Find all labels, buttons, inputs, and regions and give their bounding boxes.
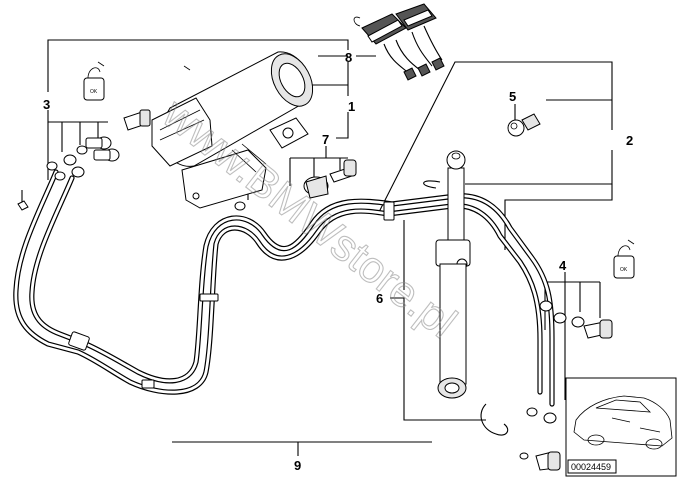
callout-9: 9 — [294, 458, 301, 473]
hydraulic-pipes — [13, 169, 555, 407]
callouts: 8 1 3 7 5 2 6 4 9 — [43, 50, 633, 473]
callout-1: 1 — [348, 99, 355, 114]
reference-label-box — [567, 459, 617, 474]
pump-mount-fasteners — [234, 159, 357, 211]
cap-label-left: OK — [90, 89, 98, 95]
callout-8: 8 — [345, 50, 352, 65]
car-sketch — [573, 395, 673, 450]
callout-2: 2 — [626, 133, 633, 148]
cap-label-right: OK — [620, 267, 628, 273]
callout-7: 7 — [322, 132, 329, 147]
hydraulic-cylinder — [423, 150, 509, 436]
left-fasteners: OK — [17, 61, 151, 211]
callout-6: 6 — [376, 291, 383, 306]
hydraulic-pump-unit — [151, 51, 314, 209]
right-fasteners: OK — [519, 239, 635, 471]
callout-3: 3 — [43, 97, 50, 112]
wiring-connector — [353, 3, 445, 81]
ball-stud — [507, 113, 541, 137]
reference-thumbnail: 00024459 — [565, 377, 677, 477]
callout-4: 4 — [559, 258, 567, 273]
callout-5: 5 — [509, 89, 516, 104]
reference-number: 00024459 — [571, 462, 611, 472]
